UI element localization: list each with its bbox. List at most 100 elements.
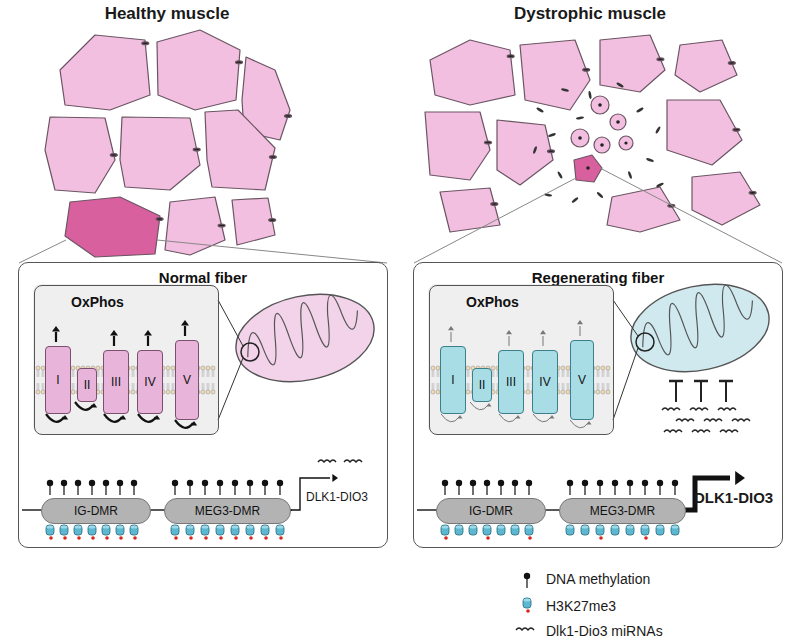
- methyl-dot: [526, 480, 532, 486]
- lipid-tail: [562, 383, 563, 390]
- lipid-tail: [72, 370, 73, 377]
- trimethyl-mark: [119, 536, 123, 540]
- nucleosome-top: [484, 526, 491, 529]
- nucleosome-top: [117, 526, 124, 529]
- lipid-tail: [208, 383, 209, 390]
- lipid-head: [36, 390, 40, 394]
- spindle-cell: [656, 182, 664, 188]
- methyl-dot: [627, 480, 633, 486]
- trimethyl-mark: [526, 609, 530, 613]
- methyl-dot: [172, 480, 178, 486]
- curved-arrow: [104, 414, 122, 422]
- muscle-fiber: [60, 35, 150, 110]
- methyl-stem: [204, 485, 205, 495]
- methyl-dot: [567, 480, 573, 486]
- nucleosome-top: [187, 526, 194, 529]
- nucleosome: [186, 525, 194, 535]
- methyl-stem: [526, 578, 527, 588]
- muscle-fiber: [667, 100, 742, 165]
- nucleosome-top: [103, 526, 110, 529]
- lipid-head: [206, 390, 210, 394]
- nucleosome: [246, 525, 254, 535]
- mirna: [318, 460, 336, 462]
- nucleosome-top: [657, 526, 664, 529]
- trimethyl-mark: [105, 536, 109, 540]
- methyl-dot: [75, 480, 81, 486]
- nucleus: [269, 219, 276, 222]
- lipid-head: [526, 390, 530, 394]
- nucleosome-top: [582, 526, 589, 529]
- lipid-head: [211, 366, 215, 370]
- methyl-stem: [189, 485, 190, 495]
- mirna: [704, 419, 722, 421]
- spindle-cell: [544, 193, 552, 197]
- nucleus: [110, 154, 117, 157]
- lipid-tail: [598, 370, 599, 377]
- lipid-tail: [602, 370, 603, 377]
- proton-arrow: [451, 332, 452, 342]
- methyl-dot: [642, 480, 648, 486]
- spindle-cell: [571, 196, 579, 203]
- complex-box: IV: [137, 350, 163, 414]
- nucleosome-top: [61, 526, 68, 529]
- nucleosome-top: [672, 526, 679, 529]
- lipid-tail: [603, 383, 604, 390]
- complex-box: III: [103, 350, 129, 414]
- methyl-dot: [202, 480, 208, 486]
- nucleosome: [130, 525, 138, 535]
- mirna: [720, 430, 738, 432]
- nucleosome-top: [567, 526, 574, 529]
- nucleosome: [441, 525, 449, 535]
- lipid-tail: [168, 383, 169, 390]
- lipid-head: [596, 390, 600, 394]
- nucleus: [269, 156, 276, 159]
- complex-label: II: [84, 378, 91, 392]
- lipid-tail: [437, 370, 438, 377]
- dmr-label: IG-DMR: [469, 504, 513, 518]
- complex-box: IV: [532, 350, 558, 414]
- inhibition-bar: [694, 380, 708, 383]
- methyl-dot: [524, 573, 530, 579]
- fiber-panel: Normal fiberOxPhosIIIIIIIVVIG-DMRMEG3-DM…: [18, 262, 388, 548]
- lipid-tail: [433, 370, 434, 377]
- complex-label: III: [506, 375, 516, 389]
- zoom-line: [19, 240, 66, 263]
- mirna: [676, 419, 694, 421]
- dmr-bar: IG-DMR: [436, 498, 546, 524]
- nucleosome-top: [627, 526, 634, 529]
- lipid-head: [71, 390, 75, 394]
- spindle-cell: [655, 126, 661, 134]
- nucleus: [142, 42, 149, 45]
- nucleosome-top: [262, 526, 269, 529]
- muscle-fiber: [120, 117, 200, 190]
- muscle-fiber: [45, 117, 115, 193]
- muscle-fiber: [497, 120, 553, 185]
- methyl-stem: [234, 485, 235, 495]
- arrowhead: [154, 415, 160, 419]
- nucleosome: [626, 525, 634, 535]
- nucleosome: [581, 525, 589, 535]
- lipid-tail: [202, 383, 203, 390]
- nucleosome: [60, 525, 68, 535]
- panel-title: Regenerating fiber: [532, 269, 665, 286]
- zoom-line: [600, 168, 782, 263]
- muscle-fiber: [440, 188, 500, 232]
- arrowhead: [120, 415, 126, 419]
- arrowhead: [735, 471, 745, 485]
- locus-label: DLK1-DIO3: [694, 489, 773, 506]
- lipid-head: [596, 366, 600, 370]
- lipid-tail: [98, 383, 99, 390]
- methyl-dot: [442, 480, 448, 486]
- methyl-stem: [174, 485, 175, 495]
- lipid-head: [561, 390, 565, 394]
- legend-text: DNA methylation: [546, 571, 650, 587]
- lipid-tail: [467, 370, 468, 377]
- lipid-tail: [172, 383, 173, 390]
- nucleosome-top: [642, 526, 649, 529]
- nucleosome-top: [47, 526, 54, 529]
- nucleosome: [596, 525, 604, 535]
- arrowhead: [191, 421, 197, 425]
- lipid-tail: [203, 370, 204, 377]
- nucleosome-top: [202, 526, 209, 529]
- lipid-head: [466, 390, 470, 394]
